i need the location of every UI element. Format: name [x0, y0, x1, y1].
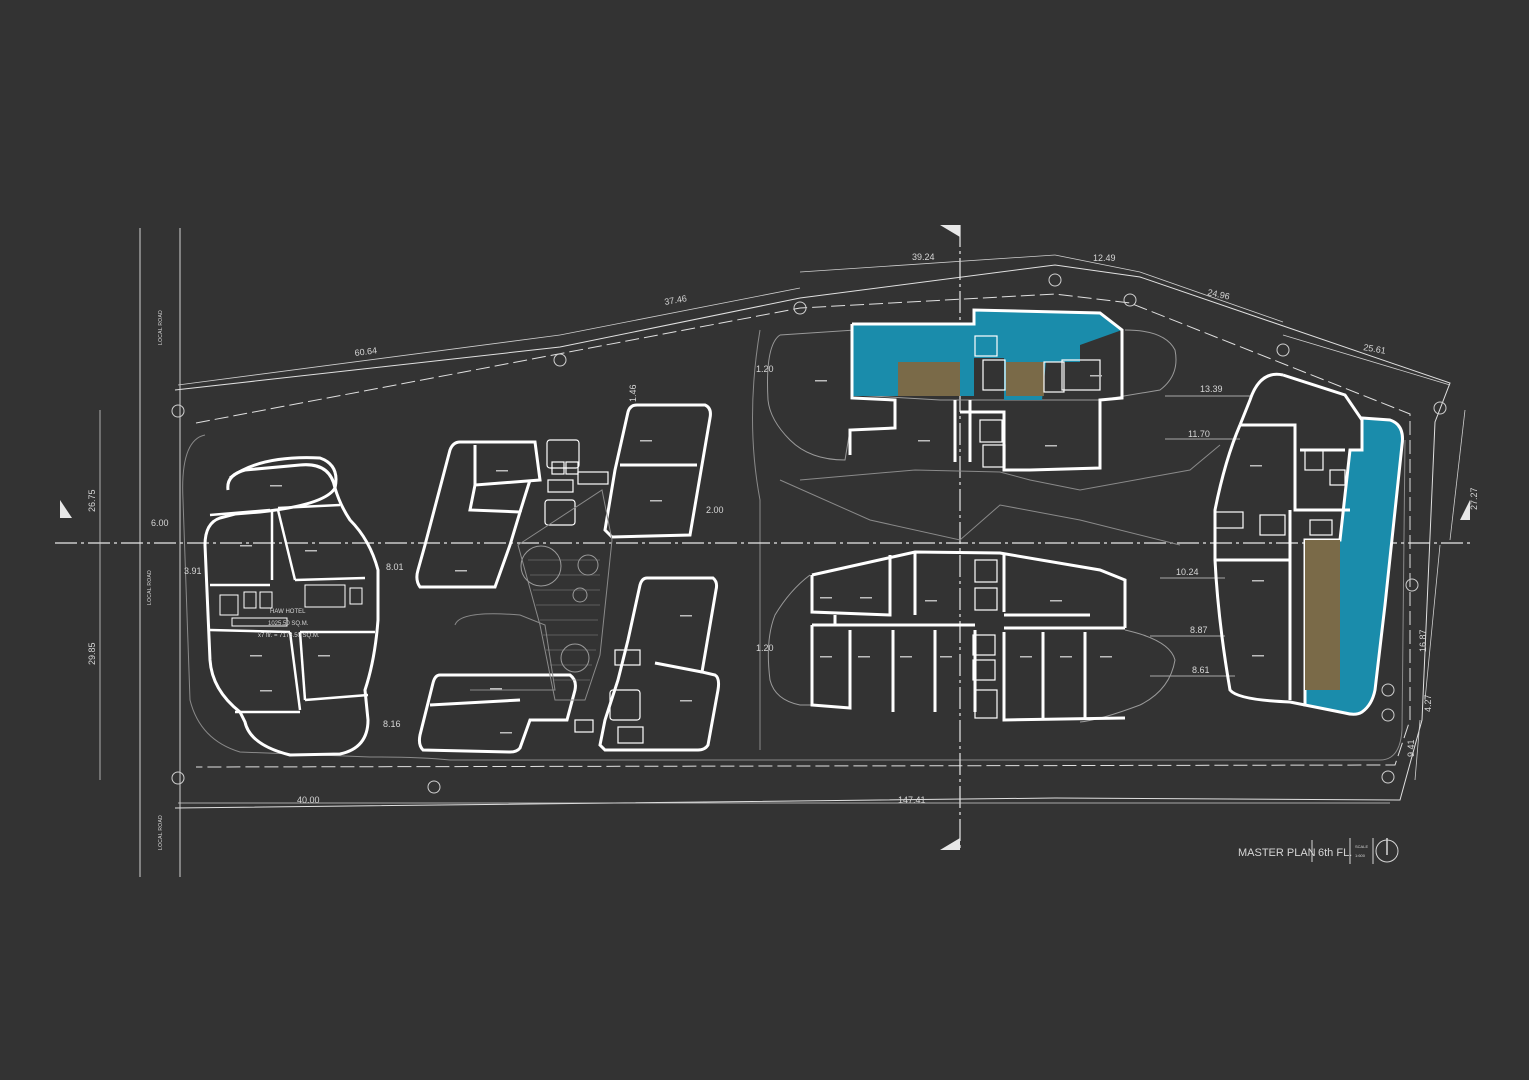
scale-label: SCALE — [1355, 844, 1368, 849]
dimension-labels: 60.64 37.46 39.24 12.49 24.96 25.61 26.7… — [87, 252, 1479, 805]
scale-value: 1:600 — [1355, 853, 1366, 858]
site-boundary — [174, 264, 1451, 809]
section-markers — [60, 225, 1470, 850]
central-plaza — [454, 489, 613, 701]
dim-10-24: 10.24 — [1176, 567, 1199, 577]
room-labels — [240, 375, 1264, 734]
dim-11-70: 11.70 — [1188, 429, 1210, 439]
dim-9-41: 9.41 — [1406, 739, 1416, 757]
local-road-lines — [139, 228, 181, 877]
dim-60-64: 60.64 — [354, 345, 378, 358]
dim-8-01: 8.01 — [386, 562, 404, 572]
hotel-name: HAW HOTEL — [270, 609, 306, 615]
plan-title: MASTER PLAN — [1238, 847, 1316, 859]
dim-3-91: 3.91 — [184, 566, 202, 576]
dim-25-61: 25.61 — [1363, 342, 1387, 356]
north-deck-left — [898, 362, 960, 396]
dim-8-16: 8.16 — [383, 719, 401, 729]
north-block — [767, 308, 1177, 472]
dim-12-49: 12.49 — [1093, 253, 1116, 263]
column-markers — [171, 273, 1447, 794]
hotel-area: 1025.50 SQ.M. — [268, 621, 309, 627]
road-label-middle: LOCAL ROAD — [147, 570, 153, 605]
title-block: MASTER PLAN 6th FL. SCALE 1:600 — [1238, 838, 1399, 864]
dim-26-75: 26.75 — [87, 489, 97, 512]
hotel-building: HAW HOTEL 1025.50 SQ.M. x7 flr. = 7178.5… — [203, 456, 380, 757]
central-plaza-edge — [752, 329, 761, 750]
dim-39-24: 39.24 — [912, 252, 935, 262]
dim-1-20-bottom: 1.20 — [756, 643, 774, 653]
hotel-per-floor: x7 flr. = 7178.50 SQ.M. — [258, 633, 320, 639]
dim-1-46: 1.46 — [628, 384, 638, 402]
south-block — [767, 444, 1221, 723]
dim-13-39: 13.39 — [1200, 384, 1223, 394]
dim-1-20-top: 1.20 — [756, 364, 774, 374]
dim-27-27: 27.27 — [1469, 487, 1479, 510]
north-arrow-icon — [1375, 838, 1399, 863]
dim-29-85: 29.85 — [87, 642, 97, 665]
dim-40-00: 40.00 — [297, 795, 320, 805]
dim-2-00: 2.00 — [706, 505, 724, 515]
central-cluster-inner — [544, 439, 644, 744]
central-cluster — [415, 403, 721, 754]
dimension-lines — [99, 254, 1466, 804]
road-label-bottom: LOCAL ROAD — [158, 815, 164, 850]
dim-8-87: 8.87 — [1190, 625, 1208, 635]
road-labels: LOCAL ROAD LOCAL ROAD LOCAL ROAD — [147, 310, 164, 850]
dim-16-87: 16.87 — [1418, 629, 1428, 652]
dim-6-00: 6.00 — [151, 518, 169, 528]
dim-4-27: 4.27 — [1423, 694, 1433, 712]
dim-8-61: 8.61 — [1192, 665, 1210, 675]
plan-floor: 6th FL. — [1318, 847, 1352, 859]
dim-37-46: 37.46 — [664, 293, 688, 307]
east-block — [1213, 372, 1404, 716]
road-label-top: LOCAL ROAD — [158, 310, 164, 345]
east-deck — [1305, 540, 1340, 690]
dim-24-96: 24.96 — [1207, 287, 1231, 301]
dim-147-41: 147.41 — [898, 795, 926, 805]
north-deck-right — [1006, 362, 1044, 396]
